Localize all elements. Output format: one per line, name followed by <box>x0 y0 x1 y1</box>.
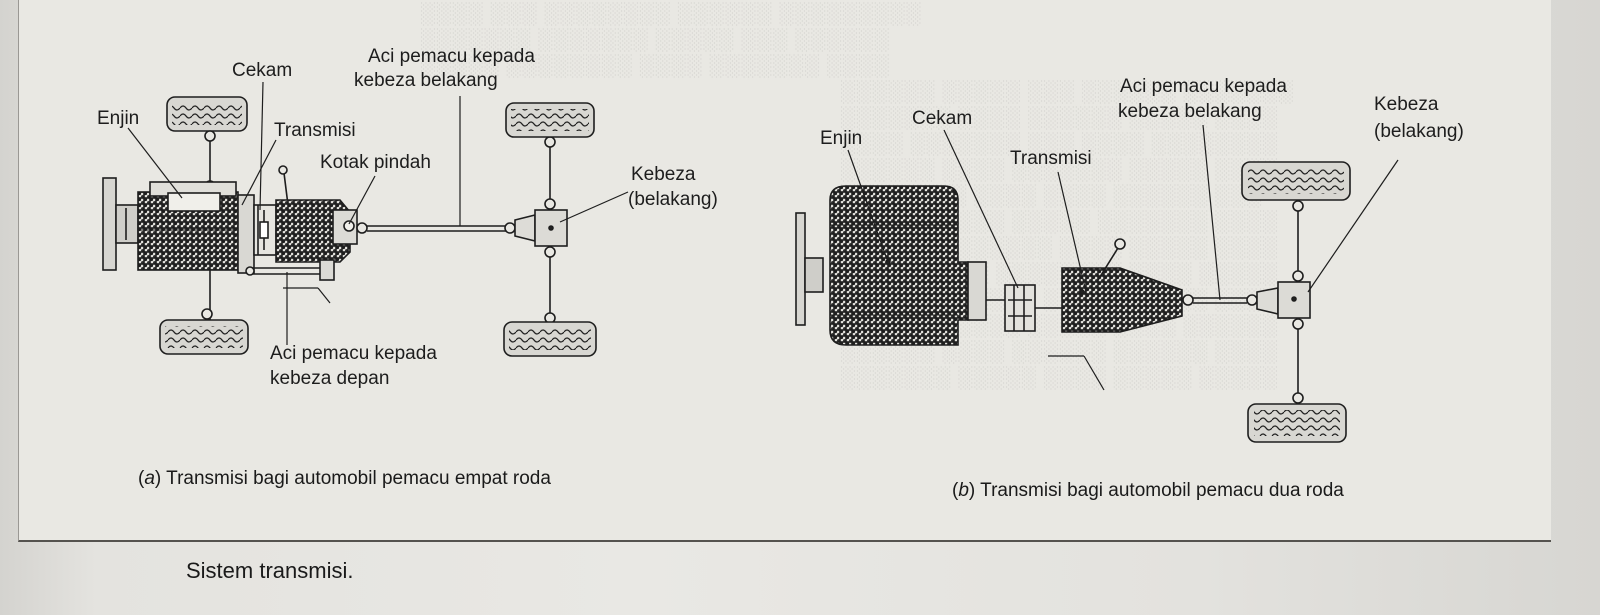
front-left-wheel-a <box>166 96 248 132</box>
rear-differential-b <box>1256 281 1311 319</box>
caption-b-text: Transmisi bagi automobil pemacu dua roda <box>980 480 1344 501</box>
front-right-wheel-a <box>159 319 249 355</box>
transmission-a <box>275 199 358 263</box>
rear-left-wheel-b <box>1241 161 1351 201</box>
label-aci-belakang-a-line1: Aci pemacu kepada <box>368 46 535 67</box>
caption-b-letter: b <box>958 480 969 501</box>
leader-lines-a <box>127 81 629 345</box>
rear-left-wheel-a <box>505 102 595 138</box>
leader-lines-b <box>847 124 1399 391</box>
label-cekam-b: Cekam <box>912 108 973 129</box>
label-cekam-a: Cekam <box>232 60 293 81</box>
label-aci-belakang-b-line2: kebeza belakang <box>1118 101 1262 122</box>
label-kebeza-b-line2: (belakang) <box>1374 121 1464 142</box>
label-kebeza-a-line2: (belakang) <box>628 189 718 210</box>
clutch-b <box>1004 284 1036 332</box>
diagram-b <box>795 124 1399 443</box>
diagram-a <box>102 81 629 357</box>
label-enjin-b: Enjin <box>820 128 863 149</box>
caption-a: (a) Transmisi bagi automobil pemacu empa… <box>138 468 551 489</box>
figure-title: Sistem transmisi. <box>186 558 354 583</box>
clutch-a <box>237 194 277 274</box>
rear-right-wheel-b <box>1247 403 1347 443</box>
engine-b <box>829 185 969 346</box>
label-aci-depan-a-line1: Aci pemacu kepada <box>270 343 437 364</box>
label-transmisi-b: Transmisi <box>1010 148 1092 169</box>
label-aci-depan-a-line2: kebeza depan <box>270 368 390 389</box>
caption-b: (b) Transmisi bagi automobil pemacu dua … <box>952 480 1344 501</box>
rear-right-wheel-a <box>503 321 597 357</box>
radiator-a <box>102 177 139 271</box>
rear-differential-a <box>514 209 568 247</box>
transmission-b <box>1061 267 1183 333</box>
caption-a-text: Transmisi bagi automobil pemacu empat ro… <box>166 468 551 489</box>
engine-a <box>137 181 239 271</box>
label-aci-belakang-b-line1: Aci pemacu kepada <box>1120 76 1287 97</box>
label-aci-belakang-a-line2: kebeza belakang <box>354 70 498 91</box>
show-through-text: ░░░░ ░░░ ░░░░░░░░ ░░░░░░ ░░░░░░░░░ ░░░░░… <box>420 1 1294 389</box>
label-kebeza-b-line1: Kebeza <box>1374 94 1439 115</box>
label-enjin-a: Enjin <box>97 108 140 129</box>
label-kotak-pindah-a: Kotak pindah <box>320 152 431 173</box>
caption-a-letter: a <box>144 468 155 489</box>
label-transmisi-a: Transmisi <box>274 120 356 141</box>
label-kebeza-a-line1: Kebeza <box>631 164 696 185</box>
